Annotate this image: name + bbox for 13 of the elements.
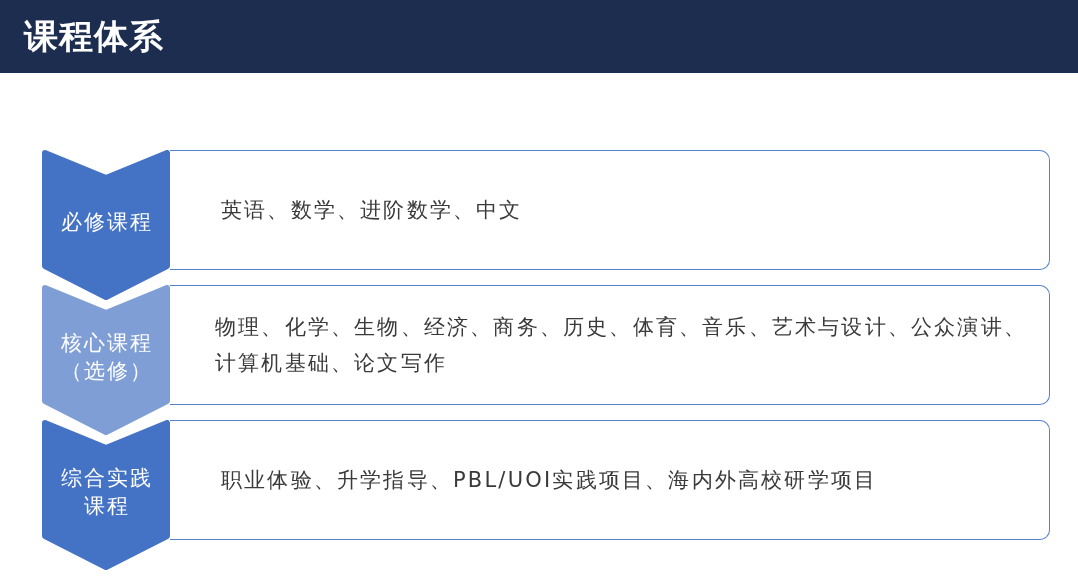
category-label: 核心课程（选修）: [60, 329, 154, 385]
category-label: 必修课程: [60, 208, 154, 236]
course-panel: [170, 150, 1050, 270]
course-list: 英语、数学、进阶数学、中文: [221, 192, 1039, 228]
chevron-tab: [42, 420, 170, 570]
course-panel: [170, 285, 1050, 405]
chevron-tab: [42, 150, 170, 300]
chevron-tab: [42, 285, 170, 435]
course-panel: [170, 420, 1050, 540]
category-label: 综合实践课程: [60, 464, 154, 520]
course-list: 物理、化学、生物、经济、商务、历史、体育、音乐、艺术与设计、公众演讲、计算机基础、论文写作: [215, 309, 1033, 381]
page-title: 课程体系: [24, 17, 164, 56]
course-list: 职业体验、升学指导、PBL/UOI实践项目、海内外高校研学项目: [221, 462, 1039, 498]
